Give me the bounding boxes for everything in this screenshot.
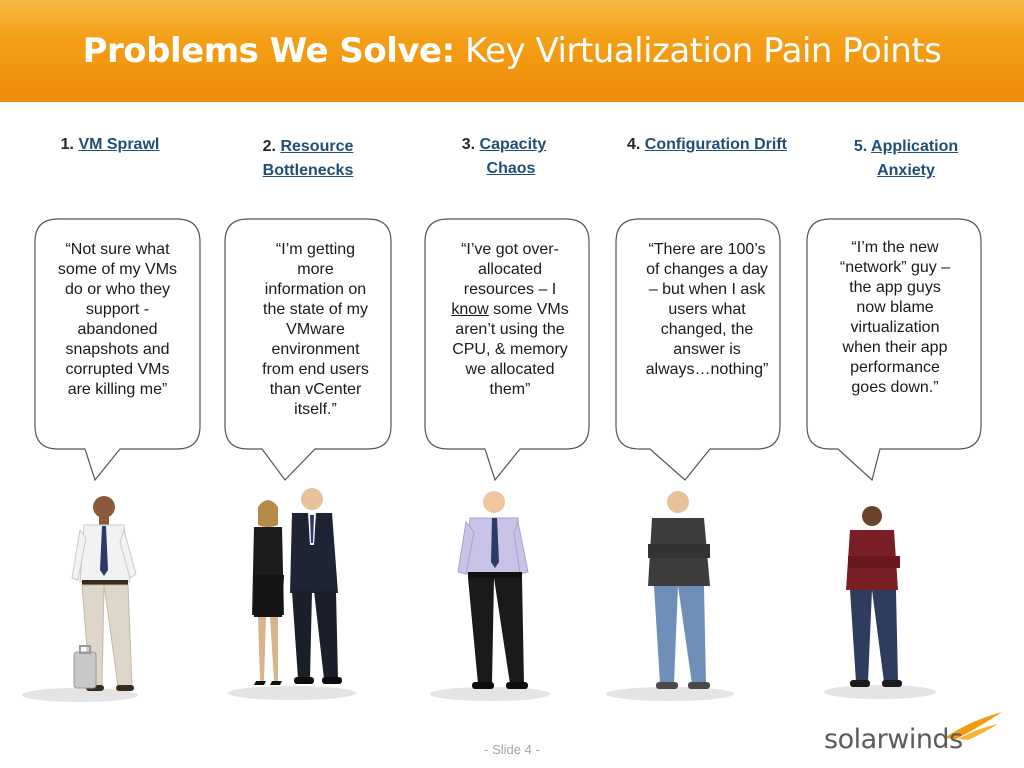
quote-line: resources – I	[463, 281, 557, 298]
heading-application-anxiety: 5. Application Anxiety	[816, 135, 996, 183]
quote-line: performance	[850, 359, 940, 376]
quote-line: environment	[271, 341, 360, 358]
link-capacity[interactable]: Capacity	[479, 136, 547, 153]
quote-line: know some VMs	[429, 300, 591, 320]
heading-capacity-chaos: 3. Capacity Chaos	[414, 133, 594, 181]
speech-bubble-4	[615, 218, 781, 481]
quote-line: changed, the	[660, 321, 754, 338]
title-rest: Key Virtualization Pain Points	[454, 31, 942, 71]
speech-bubble-1	[34, 218, 201, 482]
heading-number: 4.	[627, 136, 645, 153]
link-bottlenecks[interactable]: Bottlenecks	[262, 162, 354, 179]
title-bold: Problems We Solve:	[82, 31, 456, 71]
person-1-illustration	[22, 496, 138, 702]
quote-line: goes down.”	[851, 379, 939, 396]
heading-resource-bottlenecks: 2. Resource Bottlenecks	[218, 135, 398, 183]
quote-line: information on	[264, 281, 367, 298]
quote-line: are killing me”	[67, 381, 168, 398]
speech-bubble-5	[806, 218, 982, 482]
quote-line: the app guys	[849, 279, 941, 296]
person-2-illustration	[228, 488, 356, 700]
slide-number: - Slide 4 -	[484, 742, 540, 757]
person-3-illustration	[430, 491, 550, 701]
quote-5: “I’m the new “network” guy – the app guy…	[812, 238, 978, 398]
quote-line: aren’t using the	[455, 321, 565, 338]
quote-fragment: some VMs	[488, 301, 569, 318]
quote-line: support -	[85, 301, 150, 318]
quote-line: “I’m the new	[851, 239, 939, 256]
logo-wordmark: solarwinds	[824, 724, 963, 755]
quote-line: more	[297, 261, 334, 278]
speech-bubble-2	[224, 218, 392, 481]
heading-number: 3.	[461, 136, 480, 153]
quote-line: allocated	[477, 261, 543, 278]
quote-line: of changes a day	[646, 261, 768, 278]
quote-line: than vCenter	[269, 381, 362, 398]
quote-line: users what	[668, 301, 746, 318]
link-resource[interactable]: Resource	[280, 138, 354, 155]
quote-line: “network” guy –	[839, 259, 951, 276]
link-vm-sprawl[interactable]: VM Sprawl	[78, 136, 160, 153]
link-chaos[interactable]: Chaos	[486, 160, 536, 177]
quote-line: when their app	[842, 339, 948, 356]
person-5-illustration	[824, 506, 936, 699]
person-4-illustration	[606, 491, 734, 701]
emphasized-word: know	[451, 301, 489, 318]
heading-number: 2.	[262, 138, 281, 155]
quote-line: do or who they	[65, 281, 170, 298]
quote-2: “I’m getting more information on the sta…	[233, 240, 398, 420]
heading-number: 1.	[60, 136, 79, 153]
quote-line: itself.”	[294, 401, 337, 418]
quote-line: answer is	[673, 341, 741, 358]
solarwinds-logo: solarwinds	[824, 710, 1004, 760]
quote-line: always…nothing”	[645, 361, 769, 378]
quote-line: abandoned	[77, 321, 158, 338]
quote-line: corrupted VMs	[65, 361, 170, 378]
quote-line: “I’m getting	[275, 241, 356, 258]
quote-line: some of my VMs	[57, 261, 178, 278]
quote-line: “Not sure what	[65, 241, 170, 258]
quote-line: the state of my	[263, 301, 368, 318]
quote-line: CPU, & memory	[452, 341, 568, 358]
heading-number: 5.	[853, 138, 872, 155]
logo-swoosh-icon	[944, 712, 1002, 740]
heading-configuration-drift: 4. Configuration Drift	[600, 133, 814, 157]
quote-line: VMware	[286, 321, 345, 338]
quote-line: we allocated	[465, 361, 555, 378]
quote-4: “There are 100’s of changes a day – but …	[622, 240, 792, 380]
quote-line: them”	[489, 381, 531, 398]
quote-1: “Not sure what some of my VMs do or who …	[40, 240, 195, 400]
quote-line: now blame	[856, 299, 934, 316]
link-anxiety[interactable]: Anxiety	[877, 162, 935, 179]
quote-3: “I’ve got over- allocated resources – I …	[429, 240, 591, 400]
quote-line: “I’ve got over-	[461, 241, 559, 258]
speech-bubble-3	[424, 218, 590, 482]
heading-vm-sprawl: 1. VM Sprawl	[20, 133, 200, 157]
quote-line: from end users	[262, 361, 369, 378]
header-shine	[0, 0, 1024, 40]
quote-line: “There are 100’s	[648, 241, 766, 258]
quote-line: snapshots and	[65, 341, 170, 358]
quote-line: virtualization	[850, 319, 940, 336]
slide-title: Problems We Solve: Key Virtualization Pa…	[83, 31, 942, 71]
link-application[interactable]: Application	[871, 138, 959, 155]
slide-header: Problems We Solve: Key Virtualization Pa…	[0, 0, 1024, 102]
link-configuration-drift[interactable]: Configuration Drift	[644, 136, 787, 153]
quote-line: – but when I ask	[648, 281, 766, 298]
